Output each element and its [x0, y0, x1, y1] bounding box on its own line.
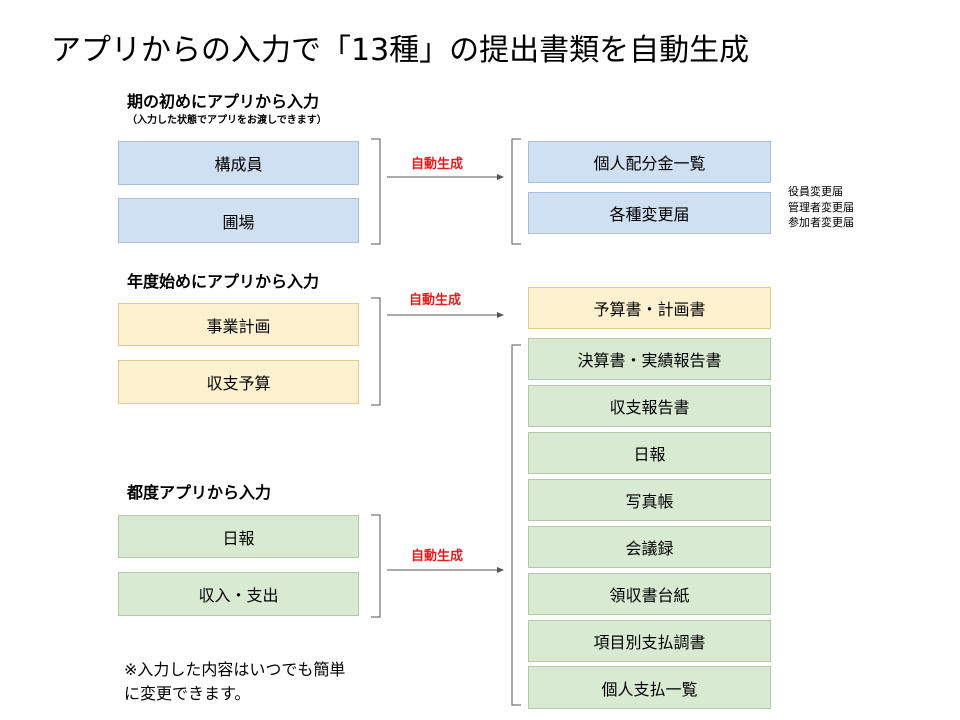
input-bracket-1	[371, 138, 381, 245]
output-personal-allocation-box: 個人配分金一覧	[528, 141, 771, 183]
output-itemized-payment-box: 項目別支払調書	[528, 620, 771, 662]
arrow-head-2	[497, 312, 504, 318]
input-daily-report-box: 日報	[118, 515, 359, 558]
output-personal-payment-box: 個人支払一覧	[528, 666, 771, 709]
footnote-line: ※入力した内容はいつでも簡単	[124, 660, 346, 679]
input-business-plan-box: 事業計画	[118, 303, 359, 346]
page-title: アプリからの入力で「13種」の提出書類を自動生成	[51, 33, 750, 68]
output-daily-report-box: 日報	[528, 432, 771, 474]
input-income-expense-box: 収入・支出	[118, 572, 359, 616]
output-bracket-1	[511, 138, 521, 245]
change-notice-item: 参加者変更届	[788, 216, 854, 229]
each-time-heading: 都度アプリから入力	[127, 483, 272, 502]
change-notice-item: 管理者変更届	[788, 200, 854, 214]
input-fields-box: 圃場	[118, 198, 359, 243]
input-members-box: 構成員	[118, 141, 359, 185]
output-budget-plan-box: 予算書・計画書	[528, 287, 771, 329]
change-notice-types: 役員変更届 管理者変更届 参加者変更届	[788, 184, 854, 231]
period-start-heading: 期の初めにアプリから入力	[127, 92, 320, 111]
arrow-head-1	[497, 174, 504, 180]
output-income-report-box: 収支報告書	[528, 385, 771, 427]
auto-generate-label-3: 自動生成	[411, 549, 464, 564]
output-receipt-ledger-box: 領収書台紙	[528, 573, 771, 615]
output-change-notices-box: 各種変更届	[528, 192, 771, 234]
output-settlement-report-box: 決算書・実績報告書	[528, 338, 771, 380]
input-bracket-3	[371, 514, 381, 618]
auto-generate-label-1: 自動生成	[411, 157, 464, 172]
footnote: ※入力した内容はいつでも簡単 に変更できます。	[124, 658, 345, 706]
output-bracket-green	[511, 344, 521, 706]
output-photo-album-box: 写真帳	[528, 479, 771, 521]
period-start-note: （入力した状態でアプリをお渡しできます）	[127, 115, 327, 126]
change-notice-item: 役員変更届	[788, 185, 843, 198]
input-budget-box: 収支予算	[118, 360, 359, 404]
footnote-line: に変更できます。	[124, 684, 251, 703]
year-start-heading: 年度始めにアプリから入力	[127, 272, 320, 291]
input-bracket-2	[371, 297, 381, 406]
output-meeting-minutes-box: 会議録	[528, 526, 771, 568]
arrow-head-3	[497, 567, 504, 573]
auto-generate-label-2: 自動生成	[409, 293, 462, 308]
